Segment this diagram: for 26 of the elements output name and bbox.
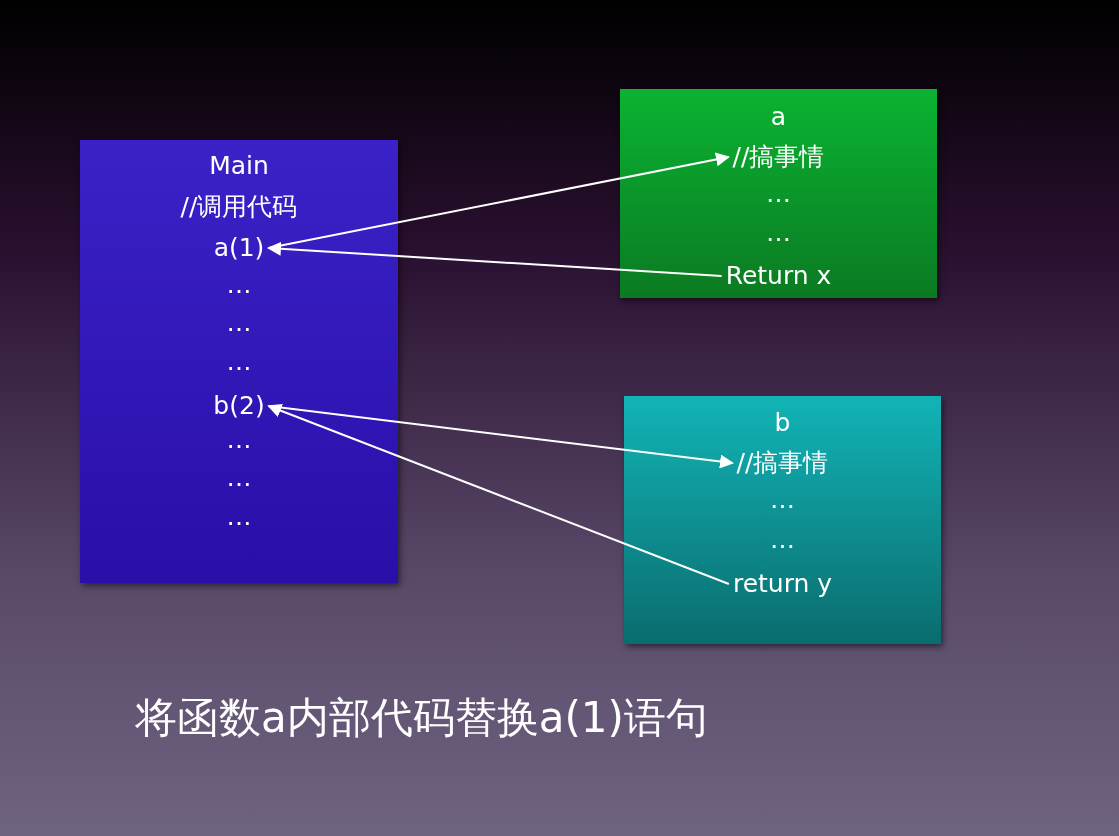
code-line: //搞事情 xyxy=(732,142,825,172)
code-line: … xyxy=(226,347,252,377)
code-line: a xyxy=(770,102,787,132)
code-line: … xyxy=(766,218,791,248)
code-line: … xyxy=(226,463,252,493)
code-line: … xyxy=(226,425,252,455)
code-line: a(1) xyxy=(213,233,265,263)
code-block-box xyxy=(80,140,398,583)
arrow xyxy=(267,404,730,585)
code-line: … xyxy=(770,525,795,555)
code-line: return y xyxy=(732,569,833,599)
code-block-box xyxy=(624,396,941,644)
code-line: … xyxy=(766,179,791,209)
code-line: … xyxy=(770,485,795,515)
code-line: … xyxy=(226,270,252,300)
code-line: … xyxy=(226,308,252,338)
code-line: //搞事情 xyxy=(736,448,829,478)
code-line: //调用代码 xyxy=(180,192,298,222)
code-line: Return x xyxy=(725,261,832,291)
code-block-box xyxy=(620,89,937,298)
caption: 将函数a内部代码替换a(1)语句 xyxy=(135,692,708,744)
code-line: … xyxy=(226,502,252,532)
code-line: Main xyxy=(209,151,269,181)
code-line: b(2) xyxy=(213,391,265,421)
arrow xyxy=(266,241,723,277)
code-line: b xyxy=(774,408,791,438)
